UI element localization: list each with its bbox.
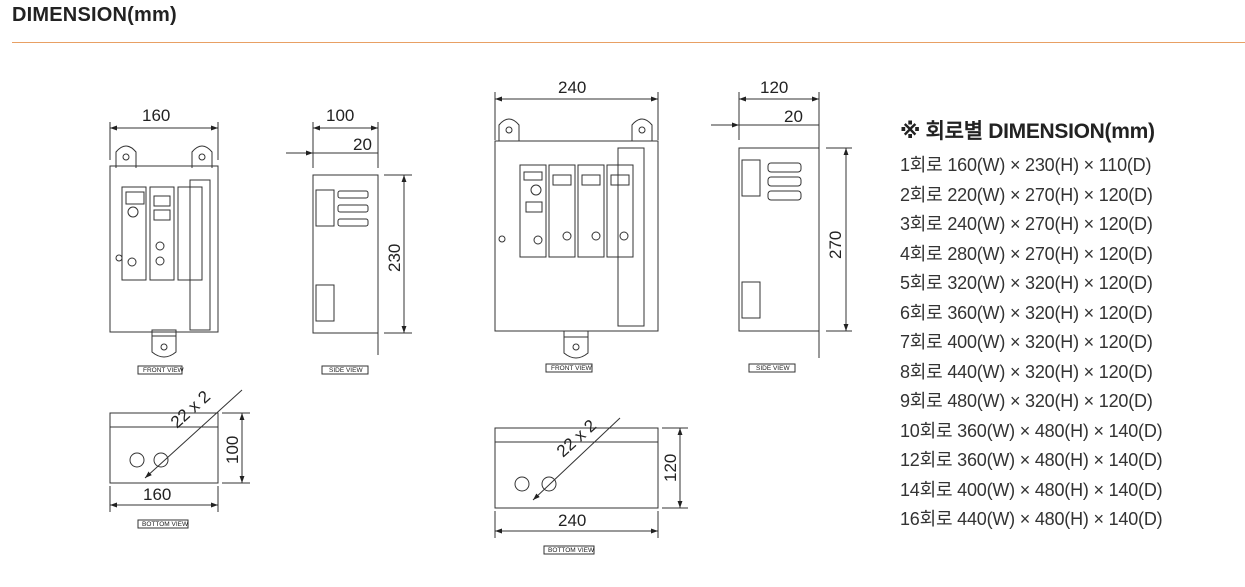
spec-item: 12회로 360(W) × 480(H) × 140(D) [900, 450, 1163, 470]
large-bottom-caption: BOTTOM VIEW [548, 547, 595, 554]
small-front-view: 160 FRONT VIEW [109, 106, 219, 375]
small-front-width-label: 160 [142, 106, 170, 125]
spec-item: 9회로 480(W) × 320(H) × 120(D) [900, 391, 1153, 411]
small-side-height-label: 230 [385, 244, 404, 272]
large-bottom-hole-label: 22 x 2 [553, 416, 600, 461]
large-module-2 [548, 164, 576, 258]
spec-item: 1회로 160(W) × 230(H) × 110(D) [900, 155, 1152, 175]
spec-list: 1회로 160(W) × 230(H) × 110(D) 2회로 220(W) … [900, 151, 1240, 535]
small-side-offset-label: 20 [353, 135, 372, 154]
large-module-3 [577, 164, 605, 258]
page-title: DIMENSION(mm) [12, 4, 177, 26]
small-bottom-depth-label: 100 [223, 436, 242, 464]
large-bottom-width-label: 240 [558, 511, 586, 530]
small-front-caption: FRONT VIEW [143, 367, 185, 374]
large-side-offset-label: 20 [784, 107, 803, 126]
large-side-height-label: 270 [826, 231, 845, 259]
large-side-caption: SIDE VIEW [756, 365, 790, 372]
large-bottom-view: 22 x 2 120 240 BOTTOM VIEW [494, 416, 688, 555]
large-side-depth-label: 120 [760, 78, 788, 97]
large-module-4 [606, 164, 634, 258]
small-side-depth-label: 100 [326, 106, 354, 125]
spec-item: 5회로 320(W) × 320(H) × 120(D) [900, 273, 1153, 293]
small-bottom-hole-label: 22 x 2 [167, 387, 214, 432]
spec-item: 6회로 360(W) × 320(H) × 120(D) [900, 302, 1153, 323]
title-divider [12, 42, 1245, 43]
spec-panel: ※ 회로별 DIMENSION(mm) 1회로 160(W) × 230(H) … [900, 115, 1240, 535]
spec-heading: ※ 회로별 DIMENSION(mm) [900, 120, 1155, 143]
large-front-width-label: 240 [558, 78, 586, 97]
spec-item: 4회로 280(W) × 270(H) × 120(D) [900, 243, 1153, 264]
small-side-caption: SIDE VIEW [329, 367, 363, 374]
small-bottom-width-label: 160 [143, 485, 171, 504]
spec-item: 7회로 400(W) × 320(H) × 120(D) [900, 332, 1153, 352]
spec-item: 16회로 440(W) × 480(H) × 140(D) [900, 509, 1163, 529]
spec-item: 3회로 240(W) × 270(H) × 120(D) [900, 214, 1153, 234]
spec-item: 14회로 400(W) × 480(H) × 140(D) [900, 479, 1163, 500]
spec-item: 8회로 440(W) × 320(H) × 120(D) [900, 361, 1153, 382]
large-side-view: 120 20 270 SIDE VIEW [711, 78, 852, 373]
small-side-view: 100 20 230 SIDE VIEW [286, 106, 412, 375]
small-bottom-view: 22 x 2 100 160 BOTTOM VIEW [109, 387, 250, 529]
large-module-1 [519, 164, 547, 258]
large-bottom-depth-label: 120 [661, 454, 680, 482]
spec-item: 2회로 220(W) × 270(H) × 120(D) [900, 184, 1153, 205]
large-front-view: 240 [494, 78, 659, 373]
spec-item: 10회로 360(W) × 480(H) × 140(D) [900, 420, 1163, 441]
large-front-caption: FRONT VIEW [551, 365, 593, 372]
small-bottom-caption: BOTTOM VIEW [142, 521, 189, 528]
